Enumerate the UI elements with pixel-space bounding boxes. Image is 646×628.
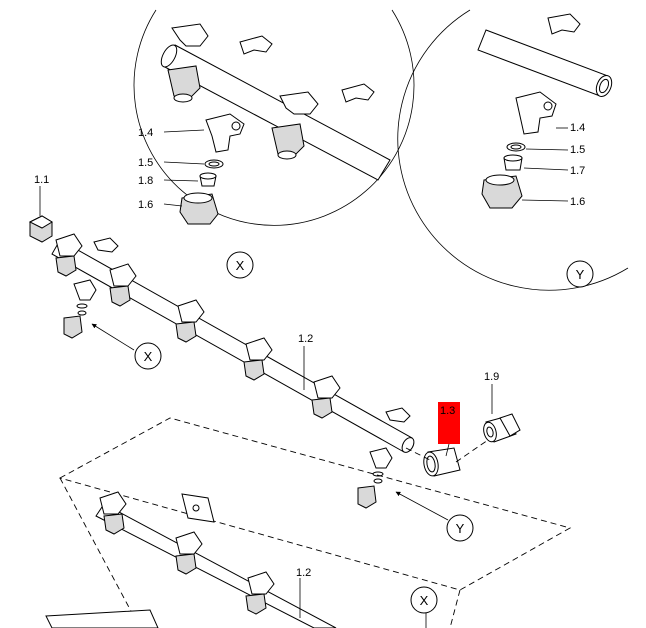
view-marker-detail-y (566, 260, 594, 288)
detail-x-circle (133, 9, 415, 226)
detail-x-part-1-4 (205, 113, 245, 153)
detail-view-y: 1.4 1.5 1.7 1.6 Y (397, 9, 629, 291)
label-detail-x-1-8: 1.8 (138, 175, 153, 187)
view-marker-detail-y-label: Y (576, 267, 585, 282)
view-marker-boom-x-label: X (144, 349, 153, 364)
label-detail-y-1-7: 1.7 (570, 165, 585, 177)
detail-y-clamp (547, 13, 581, 35)
detail-x-cap-1 (239, 35, 273, 55)
label-1-1: 1.1 (34, 174, 49, 186)
detail-view-x: 1.4 1.5 1.8 1.6 X (133, 9, 415, 279)
detail-y-pipe (477, 29, 613, 98)
lower-clamp-3 (245, 571, 275, 615)
boom-clamp-5 (311, 375, 341, 419)
lower-boom-assembly: 1.2 X (45, 491, 438, 628)
lower-clamp-2 (175, 531, 203, 575)
detail-x-clamp-2 (271, 91, 319, 160)
label-1-3: 1.3 (440, 405, 455, 417)
label-detail-y-1-4: 1.4 (570, 122, 585, 134)
boom-clamp-3 (175, 299, 205, 343)
label-detail-x-1-6: 1.6 (138, 199, 153, 211)
view-marker-boom-y-label: Y (456, 521, 465, 536)
part-1-1-nut (28, 215, 53, 243)
label-detail-x-1-5: 1.5 (138, 157, 153, 169)
label-1-9: 1.9 (484, 371, 499, 383)
detail-y-part-1-6 (481, 174, 523, 209)
view-marker-boom-x (134, 342, 162, 370)
lower-clamp-1 (99, 491, 127, 535)
detail-y-part-1-5 (506, 142, 526, 152)
label-detail-y-1-6: 1.6 (570, 196, 585, 208)
label-detail-y-1-5: 1.5 (570, 144, 585, 156)
boom-clamp-4 (243, 337, 273, 381)
lower-assembly-frame (58, 417, 572, 628)
part-1-9-fitting (483, 413, 521, 443)
label-1-2-upper: 1.2 (298, 333, 313, 345)
detail-x-part-1-8 (199, 172, 217, 187)
detail-y-circle (397, 9, 629, 291)
view-marker-detail-x-label: X (236, 258, 245, 273)
boom-clamp-1 (55, 233, 83, 277)
detail-y-part-1-4 (515, 91, 557, 135)
detail-y-part-1-7 (503, 154, 523, 171)
detail-x-part-1-5 (204, 159, 224, 169)
view-marker-boom-y (446, 514, 474, 542)
part-1-3-highlight-box (438, 402, 460, 444)
label-detail-x-1-4: 1.4 (138, 127, 153, 139)
lower-bracket (181, 493, 215, 523)
view-marker-bottom-x-label: X (420, 593, 429, 608)
label-1-2-lower: 1.2 (296, 567, 311, 579)
main-boom-assembly: 1.1 (28, 174, 474, 542)
view-marker-detail-x (226, 251, 254, 279)
boom-exploded-part-left (63, 279, 97, 339)
boom-exploded-part-right (357, 447, 393, 509)
detail-x-cap-2 (341, 83, 375, 103)
detail-x-clamp-1 (167, 23, 209, 103)
part-1-3-end-cap (423, 447, 461, 477)
boom-clamp-2 (109, 263, 137, 307)
view-marker-bottom-x (410, 586, 438, 614)
detail-x-pipe (160, 44, 391, 181)
detail-x-part-1-6 (179, 192, 219, 225)
